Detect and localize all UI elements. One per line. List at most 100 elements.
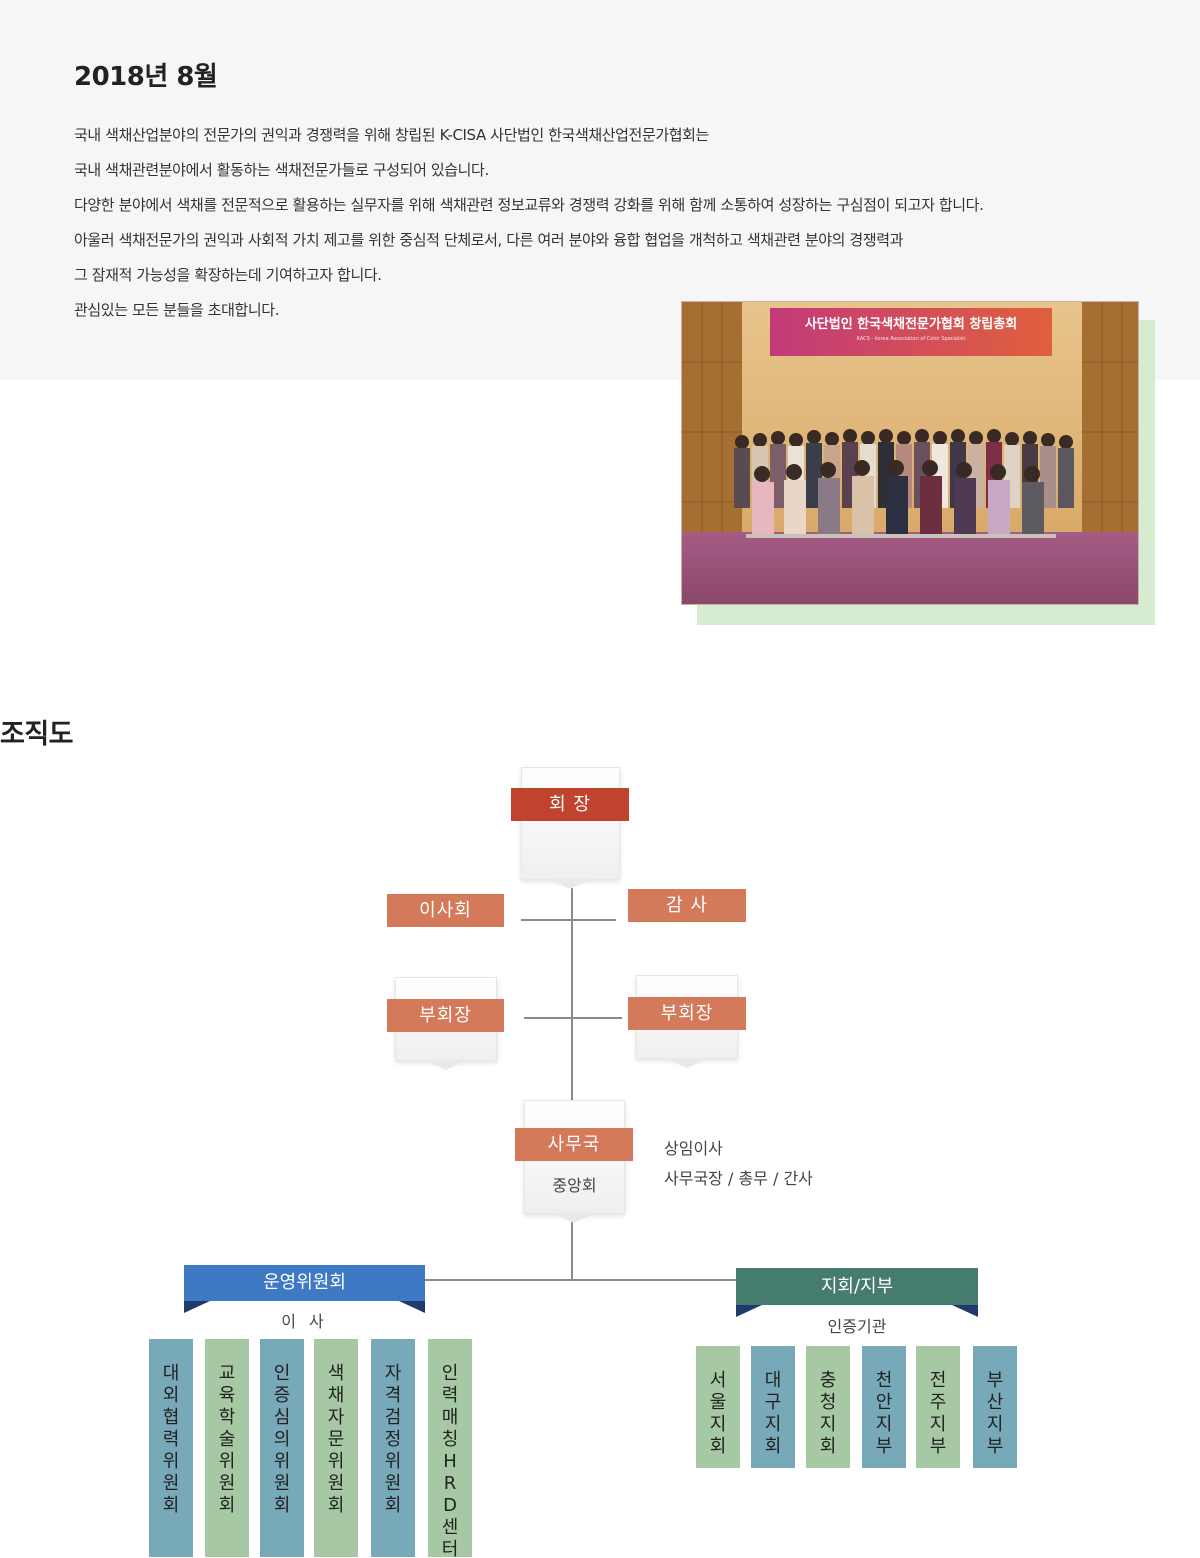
committee-item-char: 위: [273, 1451, 291, 1472]
committee-item-char: 원: [218, 1473, 236, 1494]
branch-banner-fold-right: [952, 1305, 978, 1317]
photo-banner-subtext: KACS - korea Association of Color Specia…: [857, 336, 966, 342]
committee-item-char: 심: [273, 1407, 291, 1428]
branch-item-char: 울: [709, 1392, 727, 1413]
branch-item-char: 지: [709, 1414, 727, 1435]
connector-main-vertical: [571, 888, 573, 1100]
committee-item-char: 인: [273, 1363, 291, 1384]
committee-item-char: 색: [327, 1363, 345, 1384]
branch-item-char: 지: [986, 1414, 1004, 1435]
vp-left-frame-tip: [424, 1060, 468, 1070]
branch-item-char: 충: [819, 1370, 837, 1391]
committee-item-char: 력: [441, 1385, 459, 1406]
branch-item-char: 지: [764, 1414, 782, 1435]
branch-sub-label: 인증기관: [827, 1317, 887, 1336]
branch-banner-fold-left: [736, 1305, 762, 1317]
committee-banner-fold-right: [399, 1301, 425, 1313]
intro-line: 그 잠재적 가능성을 확장하는데 기여하고자 합니다.: [74, 266, 382, 284]
branch-item-char: 산: [986, 1392, 1004, 1413]
committee-item-char: 정: [384, 1429, 402, 1450]
founding-photo-illustration: 사단법인 한국색채전문가협회 창립총회 KACS - korea Associa…: [682, 302, 1138, 604]
branch-item-char: 지: [929, 1414, 947, 1435]
vice-president-right-box: 부회장: [628, 997, 746, 1030]
branch-item-char: 청: [819, 1392, 837, 1413]
committee-item-char: 매: [441, 1407, 459, 1428]
branch-item-char: 안: [875, 1392, 893, 1413]
secretariat-frame-tip: [552, 1213, 596, 1223]
committee-item-char: 력: [162, 1429, 180, 1450]
committee-item-char: 대: [162, 1363, 180, 1384]
vice-president-left-box: 부회장: [387, 999, 504, 1032]
committee-sub-label: 이 사: [281, 1312, 328, 1331]
committee-item-char: 위: [218, 1451, 236, 1472]
connector-board-auditor: [521, 919, 616, 921]
intro-line: 국내 색채관련분야에서 활동하는 색채전문가들로 구성되어 있습니다.: [74, 161, 489, 179]
committee-item-char: 외: [162, 1385, 180, 1406]
committee-item-char: 센: [441, 1517, 459, 1538]
branch-item-char: 서: [709, 1370, 727, 1391]
branch-item-char: 부: [875, 1436, 893, 1457]
committee-item-char: 인: [441, 1363, 459, 1384]
branch-item-char: 회: [764, 1436, 782, 1457]
branch-item-char: 천: [875, 1370, 893, 1391]
committee-item-char: 학: [218, 1407, 236, 1428]
committee-item-char: 증: [273, 1385, 291, 1406]
connector-horizontal-bottom: [425, 1279, 737, 1281]
committee-item-char: R: [443, 1473, 457, 1494]
intro-paragraph: 국내 색채산업분야의 전문가의 권익과 경쟁력을 위해 창립된 K-CISA 사…: [74, 118, 1134, 328]
committee-item-char: 위: [327, 1451, 345, 1472]
board-box: 이사회: [387, 894, 504, 927]
branch-item-char: 대: [764, 1370, 782, 1391]
committee-item-char: 회: [162, 1495, 180, 1516]
branch-banner: 지회/지부: [736, 1268, 978, 1305]
connector-vice-presidents: [524, 1017, 622, 1019]
committee-item-char: D: [443, 1495, 457, 1516]
president-frame: [521, 767, 620, 880]
vp-right-frame-tip: [665, 1058, 709, 1068]
committee-item-char: 격: [384, 1385, 402, 1406]
secretariat-side-line: 상임이사: [664, 1139, 723, 1158]
committee-item-char: 원: [162, 1473, 180, 1494]
committee-item-char: 회: [273, 1495, 291, 1516]
committee-item-char: 술: [218, 1429, 236, 1450]
secretariat-sub-label: 중앙회: [552, 1176, 597, 1195]
intro-line: 관심있는 모든 분들을 초대합니다.: [74, 301, 280, 319]
branch-item-char: 회: [709, 1436, 727, 1457]
branch-item-char: 전: [929, 1370, 947, 1391]
committee-item-char: 원: [384, 1473, 402, 1494]
committee-item-char: 검: [384, 1407, 402, 1428]
president-frame-tip: [548, 879, 592, 889]
branch-item-char: 구: [764, 1392, 782, 1413]
secretariat-side-line: 사무국장 / 총무 / 간사: [664, 1169, 813, 1188]
branch-item-char: 지: [819, 1414, 837, 1435]
intro-line: 다양한 분야에서 색채를 전문적으로 활용하는 실무자를 위해 색채관련 정보교…: [74, 196, 984, 214]
branch-item-char: 주: [929, 1392, 947, 1413]
branch-item-char: 회: [819, 1436, 837, 1457]
committee-banner: 운영위원회: [184, 1265, 425, 1301]
intro-line: 아울러 색채전문가의 권익과 사회적 가치 제고를 위한 중심적 단체로서, 다…: [74, 231, 904, 249]
org-chart-title: 조직도: [0, 719, 74, 750]
committee-item-char: 회: [218, 1495, 236, 1516]
committee-item-char: 육: [218, 1385, 236, 1406]
committee-item-char: 회: [327, 1495, 345, 1516]
committee-banner-fold-left: [184, 1301, 210, 1313]
committee-item-char: 의: [273, 1429, 291, 1450]
intro-title: 2018년 8월: [74, 62, 218, 92]
photo-banner-text: 사단법인 한국색채전문가협회 창립총회: [805, 316, 1017, 332]
committee-item-char: 협: [162, 1407, 180, 1428]
committee-item-char: 자: [384, 1363, 402, 1384]
committee-item-char: 문: [327, 1429, 345, 1450]
auditor-box: 감 사: [628, 889, 746, 922]
